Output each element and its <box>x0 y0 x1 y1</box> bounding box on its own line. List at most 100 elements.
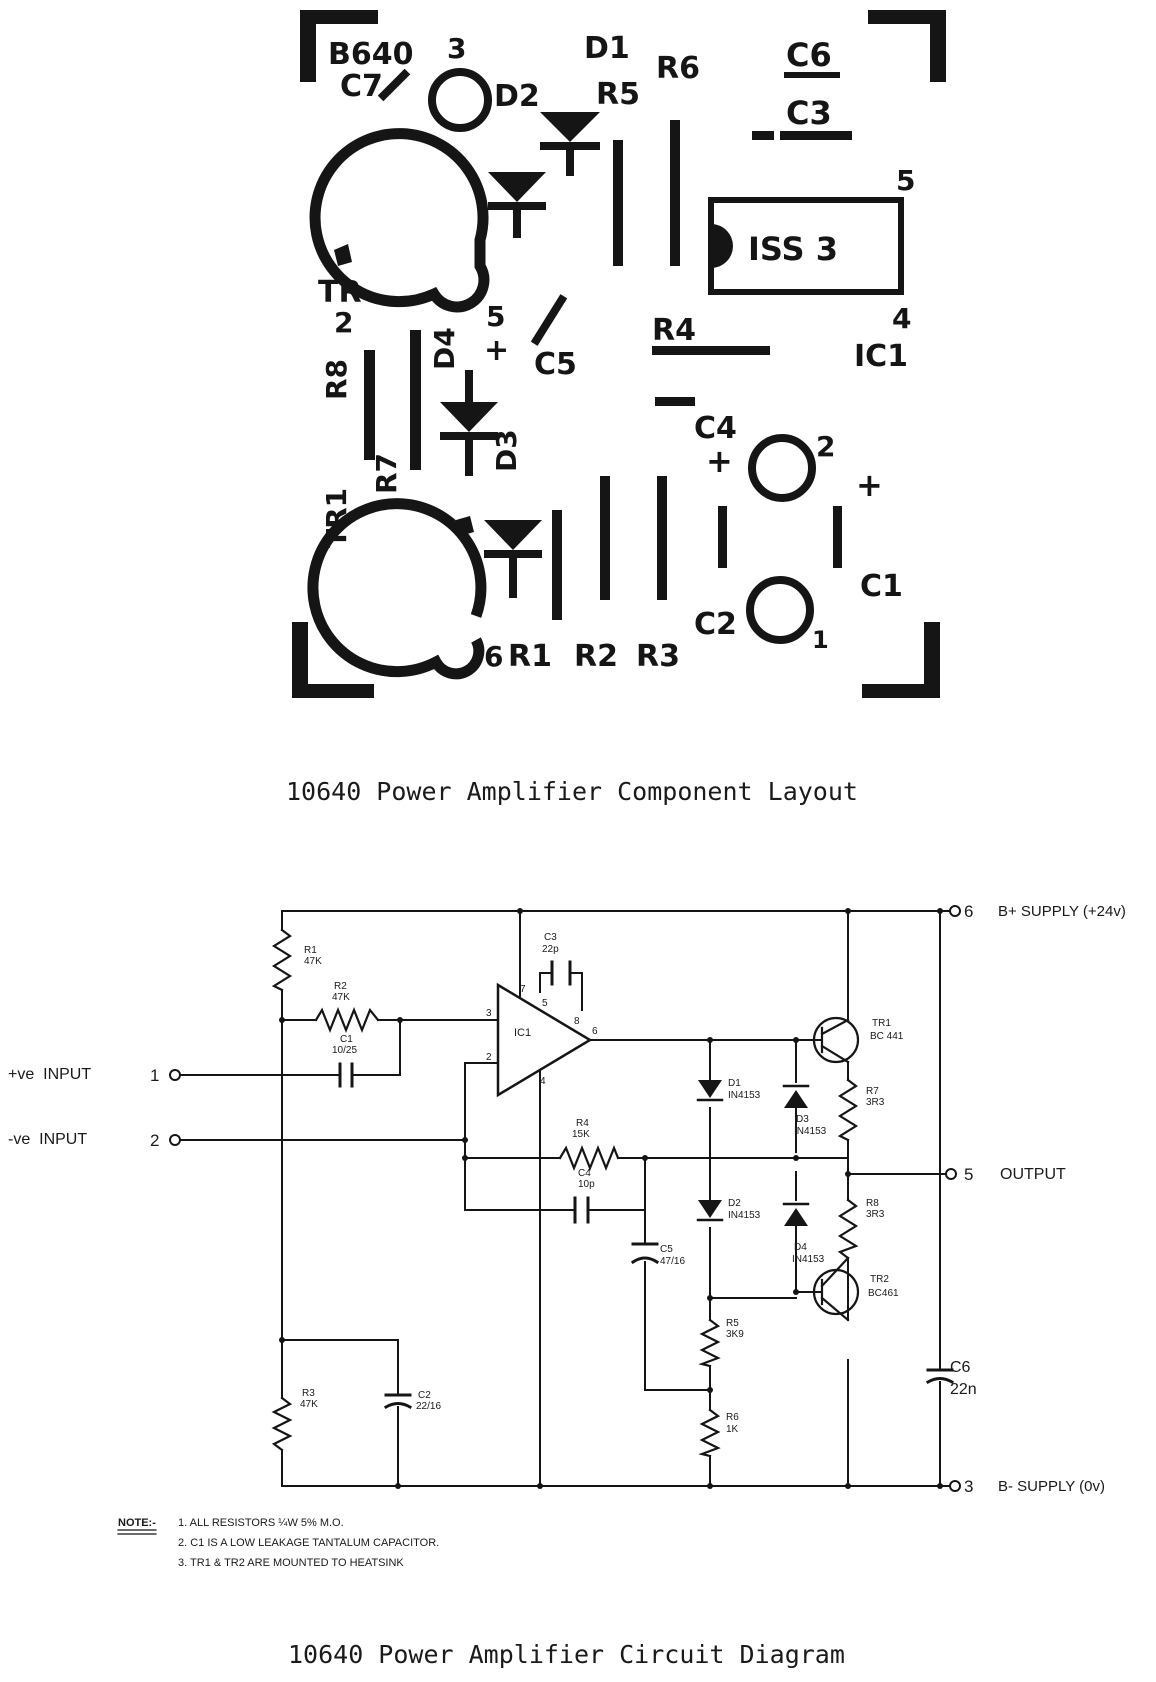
label-r2-name: R2 <box>334 981 347 992</box>
resistor-r3 <box>271 1396 293 1452</box>
bar-c1 <box>833 506 842 568</box>
label-d2-name: D2 <box>728 1198 741 1209</box>
corner-bracket-top-right <box>868 10 946 82</box>
label-r4: R4 <box>652 313 696 348</box>
label-c1-value: 10/25 <box>332 1045 357 1056</box>
bar-c3 <box>780 131 852 140</box>
corner-bracket-bottom-right <box>862 622 940 698</box>
wire-bias-right <box>795 1039 823 1293</box>
corner-bracket-top-left <box>300 10 378 82</box>
resistor-r8 <box>837 1198 859 1260</box>
label-r2: R2 <box>574 639 618 674</box>
label-c3-value: 22p <box>542 944 559 955</box>
label-r6-value: 1K <box>726 1424 739 1435</box>
label-c7: C7 <box>340 69 383 104</box>
label-d3-value: IN4153 <box>794 1126 827 1137</box>
label-iss3: ISS 3 <box>748 230 838 268</box>
capacitor-c2 <box>383 1393 413 1410</box>
tr2-tab <box>334 244 352 266</box>
label-r1-value: 47K <box>304 956 322 967</box>
label-plus-2: + <box>706 442 733 480</box>
bar-r3 <box>657 476 667 600</box>
label-r5: R5 <box>596 77 640 112</box>
bar-r2 <box>600 476 610 600</box>
terminal-2-number: 2 <box>150 1131 159 1150</box>
transistor-tr2 <box>812 1256 860 1322</box>
label-pin-2: 2 <box>486 1052 492 1063</box>
note-1: 1. ALL RESISTORS ¼W 5% M.O. <box>178 1517 344 1529</box>
layout-caption: 10640 Power Amplifier Component Layout <box>286 777 858 806</box>
terminal-1 <box>169 1069 181 1081</box>
label-tr1: TR1 <box>320 488 353 548</box>
terminal-2 <box>169 1134 181 1146</box>
tr1-outline <box>307 498 487 680</box>
label-tr-number: 2 <box>334 306 353 339</box>
label-c6: C6 <box>786 36 832 74</box>
label-pad-6: 6 <box>484 640 503 673</box>
resistor-r2 <box>314 1007 380 1033</box>
bar-c7 <box>377 68 411 102</box>
capacitor-c3 <box>550 960 572 986</box>
label-c3: C3 <box>786 94 832 132</box>
label-r3: R3 <box>636 639 680 674</box>
diode-d4-symbol <box>782 1202 810 1226</box>
capacitor-c1 <box>338 1062 354 1088</box>
resistor-r6 <box>698 1408 721 1458</box>
label-c6-value: 22n <box>950 1381 977 1398</box>
label-tr1-name: TR1 <box>872 1018 891 1029</box>
resistor-r1 <box>271 928 293 992</box>
wire-c3-loop <box>539 972 583 1011</box>
bar-r4 <box>652 346 770 355</box>
wire-r3-c2 <box>281 1339 399 1487</box>
resistor-r4 <box>558 1145 620 1171</box>
label-c1: C1 <box>860 569 903 604</box>
terminal-1-number: 1 <box>150 1066 159 1085</box>
wire-c5 <box>644 1157 711 1391</box>
opamp-ic1 <box>496 982 593 1098</box>
terminal-5 <box>945 1168 957 1180</box>
label-d1-value: IN4153 <box>728 1090 761 1101</box>
terminal-5-number: 5 <box>964 1165 973 1184</box>
label-d1-name: D1 <box>728 1078 741 1089</box>
terminal-3-label: B- SUPPLY (0v) <box>998 1478 1105 1495</box>
capacitor-c6 <box>925 1368 955 1385</box>
label-d1: D1 <box>584 31 630 66</box>
label-r5-value: 3K9 <box>726 1329 744 1340</box>
label-d4-value: IN4153 <box>792 1254 825 1265</box>
label-pad-3: 3 <box>447 32 466 65</box>
label-pin-3: 3 <box>486 1008 492 1019</box>
label-r3-name: R3 <box>302 1388 315 1399</box>
circuit-caption: 10640 Power Amplifier Circuit Diagram <box>288 1640 845 1669</box>
label-r3-value: 47K <box>300 1399 318 1410</box>
label-pad-5: 5 <box>486 300 505 333</box>
label-c2-value: 22/16 <box>416 1401 441 1412</box>
label-r1: R1 <box>508 639 552 674</box>
diode-d1-symbol <box>696 1080 724 1102</box>
label-d3-name: D3 <box>796 1114 809 1125</box>
label-pin-5: 5 <box>542 998 548 1009</box>
bar-r6 <box>670 120 680 266</box>
junction-dots <box>279 908 943 1489</box>
ic1-notch <box>711 224 733 268</box>
label-d2-value: IN4153 <box>728 1210 761 1221</box>
terminal-5-label: OUTPUT <box>1000 1166 1066 1183</box>
component-layout: B640 3 C7 D1 D2 R5 R6 C6 C3 5 ISS 3 4 IC… <box>286 10 946 806</box>
label-d2: D2 <box>494 79 540 114</box>
label-r8: R8 <box>320 359 353 400</box>
label-c2: C2 <box>694 607 737 642</box>
label-r8-value: 3R3 <box>866 1209 885 1220</box>
resistor-r5 <box>698 1318 721 1368</box>
label-plus-1: + <box>484 333 509 368</box>
capacitor-c5 <box>630 1242 660 1265</box>
bar-c2 <box>718 506 727 568</box>
label-d4: D4 <box>428 327 461 370</box>
label-r1-name: R1 <box>304 945 317 956</box>
terminal-3-number: 3 <box>964 1477 973 1496</box>
diode-d2 <box>488 172 546 238</box>
note-2: 2. C1 IS A LOW LEAKAGE TANTALUM CAPACITO… <box>178 1537 439 1549</box>
label-r6-name: R6 <box>726 1412 739 1423</box>
bar-r1 <box>552 510 562 620</box>
pad-3 <box>428 68 492 132</box>
bar-r8 <box>364 350 375 460</box>
terminal-1-label: +ve INPUT <box>8 1066 91 1083</box>
